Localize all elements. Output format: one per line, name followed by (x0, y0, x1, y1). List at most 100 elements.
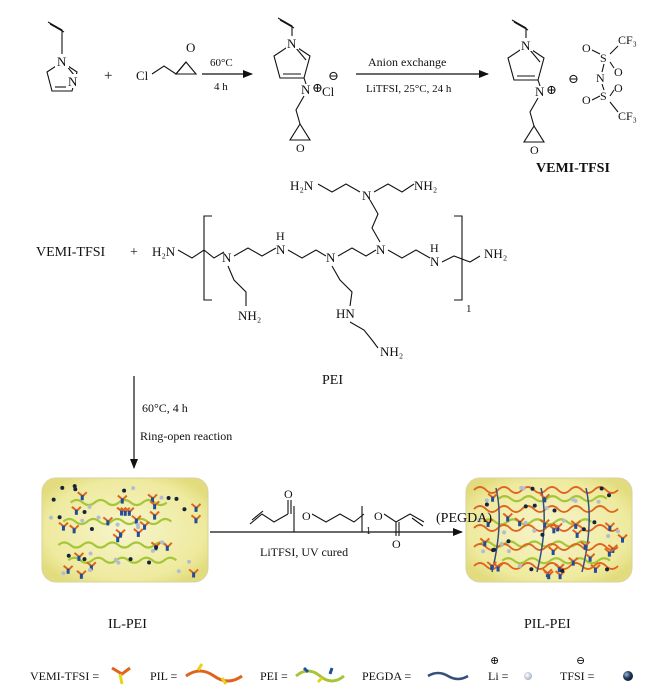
li-ion (88, 568, 93, 573)
pei-subscript: 1 (466, 303, 472, 315)
legend-pil-glyph (185, 663, 243, 685)
vemi-n-vinyl: N (521, 38, 531, 53)
vemi-head (66, 568, 70, 574)
tfsi-ion (552, 508, 557, 513)
tfsi-ion (530, 486, 535, 491)
plus-sign-2: + (130, 245, 138, 260)
legend-pegda-glyph (427, 671, 469, 681)
vemi-head (134, 518, 138, 524)
vemi-head (547, 574, 551, 580)
tfsi-ion (532, 503, 537, 508)
tfsi-ion (82, 510, 87, 515)
epichlorohydrin-molecule: Cl O (136, 40, 198, 83)
vemi-head (106, 520, 110, 526)
pil-pei-label: PIL-PEI (524, 617, 571, 632)
pei-h2n-end: H₂N (152, 244, 176, 259)
vemi-head (194, 506, 198, 512)
pegda-o-carbonyl-1: O (284, 487, 293, 501)
vemi-head (80, 495, 84, 501)
pegda-o-ester-1: O (302, 509, 311, 523)
tfsi-ion (529, 567, 534, 572)
vemi-head (490, 565, 494, 571)
legend-tfsi-glyph (623, 671, 633, 681)
tfsi-ion (60, 485, 65, 490)
tfsi-ion (581, 527, 586, 532)
vemi-head (608, 525, 612, 531)
tfsi-ion (560, 568, 565, 573)
pei-n-1: N (222, 250, 232, 265)
vemi-head (583, 544, 587, 550)
tfsi-ion (607, 493, 612, 498)
pei-n-2: N (276, 242, 286, 257)
vemi-head (518, 521, 522, 527)
atom-n1: N (57, 54, 67, 69)
ring-open-condition: 60°C, 4 h (142, 401, 188, 415)
atom-cl: Cl (136, 68, 149, 83)
vemi-head (556, 526, 560, 532)
li-ion (61, 571, 66, 576)
tfsi-ion (506, 539, 511, 544)
li-ion (523, 520, 528, 525)
tfsi-charge: ⊖ (568, 71, 579, 86)
imidazole-ring (46, 61, 78, 92)
vemi-head (558, 574, 562, 580)
vemi-head (127, 510, 131, 516)
bracket-left (203, 215, 212, 301)
legend-pil-label: PIL = (150, 669, 178, 683)
pei-n-3: N (326, 250, 336, 265)
bracket-right (454, 215, 463, 301)
tfsi-ion (540, 532, 545, 537)
tfsi-o4: O (614, 81, 623, 95)
vemi-o-ring: O (530, 143, 539, 157)
li-ion (517, 563, 522, 568)
tfsi-ion (166, 496, 171, 501)
li-ion (561, 518, 566, 523)
vemi-head (79, 573, 83, 579)
legend: VEMI-TFSI = PIL = PEI = PEGDA = Li = ⊕ T… (30, 655, 633, 685)
pei-h-5: H (430, 241, 439, 255)
li-ion (481, 549, 486, 554)
vemi-head (607, 551, 611, 557)
pei-bottom-hn: HN (336, 306, 355, 321)
tfsi-ion (66, 553, 71, 558)
tfsi-o1: O (582, 41, 591, 55)
pegda-chain (491, 487, 500, 573)
pei-chain (482, 518, 592, 526)
li-ion (502, 530, 507, 535)
atom-o-epoxide: O (186, 40, 195, 55)
vemi-head (153, 504, 157, 510)
vemi-head (116, 537, 120, 543)
tfsi-ion (174, 496, 179, 501)
tfsi-ion (484, 502, 489, 507)
vemi-head (120, 510, 124, 516)
pil-pei-network (473, 485, 628, 580)
tfsi-s2: S (600, 89, 607, 103)
arrow-uv-cure: LiTFSI, UV cured (210, 528, 463, 559)
tfsi-n: N (596, 71, 605, 85)
pei-bottom-nh2-2: NH₂ (380, 344, 403, 359)
tfsi-ion (605, 567, 610, 572)
vemi-head (77, 555, 81, 561)
arrow-anion-exchange: Anion exchange LiTFSI, 25°C, 24 h (356, 55, 489, 95)
li-ion (615, 529, 620, 534)
pil-chain (473, 524, 619, 532)
vemi-head (74, 509, 78, 515)
pei-chain (67, 556, 178, 564)
pei-label: PEI (322, 373, 343, 388)
li-ion (87, 504, 92, 509)
vemi-head (483, 541, 487, 547)
li-ion (499, 541, 504, 546)
vinyl-bond (47, 21, 63, 44)
vemi-head (551, 550, 555, 556)
tfsi-ion (57, 515, 62, 520)
vemi-head (496, 566, 500, 572)
cation-charge: ⊕ (312, 80, 323, 95)
atom-n3: N (68, 74, 78, 89)
vemi-head (506, 516, 510, 522)
pei-chain (501, 557, 611, 565)
li-ion (521, 486, 526, 491)
pegda-o-ester-2: O (374, 509, 383, 523)
li-ion (80, 518, 85, 523)
pei-n-4: N (376, 242, 386, 257)
